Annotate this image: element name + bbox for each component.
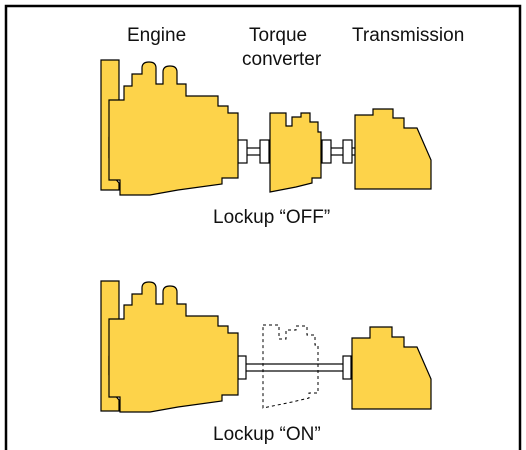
shaft-converter-to-transmission-off (319, 139, 357, 164)
torque-converter-off (269, 112, 322, 193)
lockup-off-label: Lockup “OFF” (213, 207, 331, 228)
shaft-direct-drive-on (236, 355, 356, 380)
shaft-engine-to-converter-off (236, 139, 272, 164)
lockup-on-assembly (100, 280, 432, 413)
transmission-off (354, 108, 432, 190)
transmission-on (351, 326, 432, 410)
torque-converter-label-line2: converter (242, 49, 322, 70)
torque-converter-bypassed-on (262, 324, 319, 409)
lockup-off-assembly (100, 59, 432, 196)
engine-block-off (108, 61, 239, 196)
lockup-on-label: Lockup “ON” (213, 424, 321, 445)
torque-converter-label-line1: Torque (249, 25, 308, 46)
diagram-frame (4, 4, 522, 450)
transmission-label: Transmission (352, 25, 465, 46)
engine-label: Engine (127, 25, 187, 46)
engine-block-on (108, 281, 239, 413)
